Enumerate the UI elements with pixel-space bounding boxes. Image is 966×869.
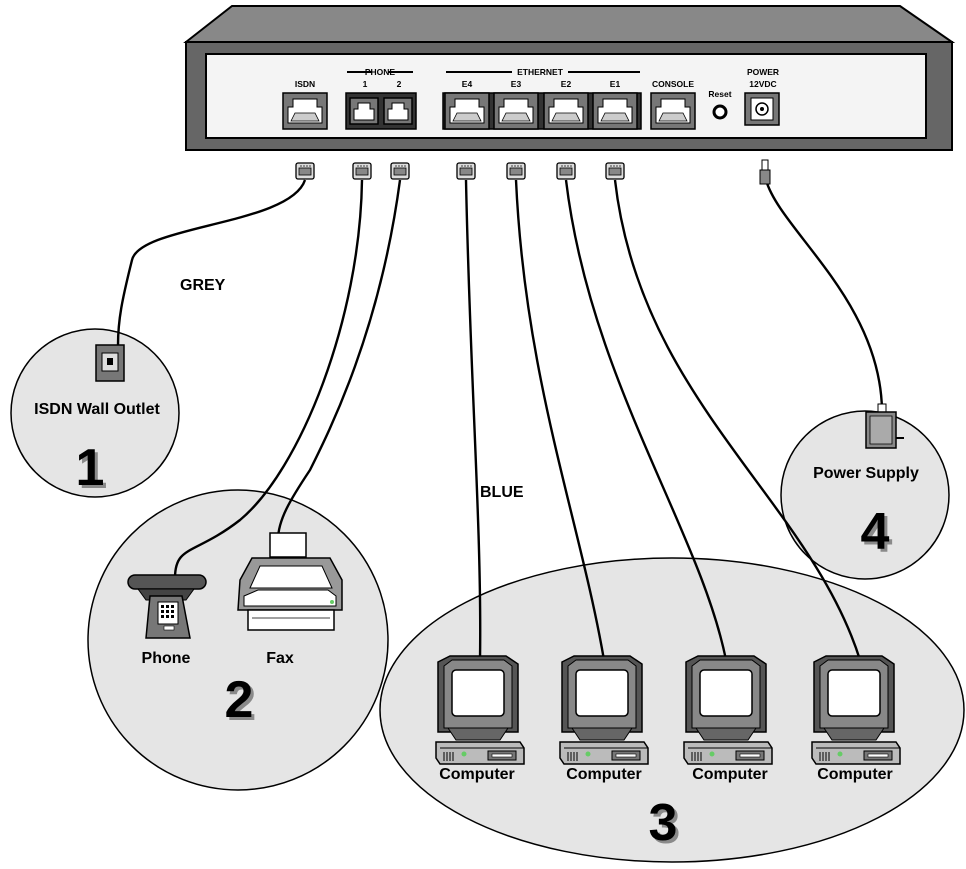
power-jack bbox=[744, 92, 780, 126]
group-2-number-shadow: 2 bbox=[228, 674, 257, 732]
group-4-number-shadow: 4 bbox=[864, 506, 893, 564]
console-port bbox=[650, 92, 696, 130]
computer-1-icon bbox=[435, 655, 525, 765]
phone-label: Phone bbox=[142, 650, 191, 667]
group-4-number: 4 bbox=[861, 503, 890, 561]
grey-cable-label: GREY bbox=[180, 277, 226, 294]
power-supply-label: Power Supply bbox=[813, 465, 919, 482]
e2-port-label: E2 bbox=[561, 79, 572, 89]
group-1-number: 1 bbox=[76, 439, 105, 497]
computer-4-label: Computer bbox=[817, 766, 893, 783]
phone1-port-label: 1 bbox=[363, 79, 368, 89]
fax-label: Fax bbox=[266, 650, 294, 667]
group-3-number: 3 bbox=[649, 794, 678, 852]
ethernet-port-group-label: ETHERNET bbox=[517, 67, 564, 77]
e4-port bbox=[444, 92, 490, 130]
e3-port-label: E3 bbox=[511, 79, 522, 89]
reset-label: Reset bbox=[708, 89, 731, 99]
power-cable bbox=[764, 179, 884, 411]
group-2-number: 2 bbox=[225, 671, 254, 729]
power-voltage-label: 12VDC bbox=[749, 79, 776, 89]
isdn-port-label: ISDN bbox=[295, 79, 315, 89]
computer-4-icon bbox=[811, 655, 901, 765]
phone1-plug bbox=[352, 162, 372, 180]
e1-port-label: E1 bbox=[610, 79, 621, 89]
e2-plug bbox=[556, 162, 576, 180]
e4-cable bbox=[464, 179, 482, 661]
phone2-port-label: 2 bbox=[397, 79, 402, 89]
group-1-number-shadow: 1 bbox=[79, 442, 108, 500]
power-plug bbox=[759, 159, 771, 185]
computer-3-label: Computer bbox=[692, 766, 768, 783]
e4-plug bbox=[456, 162, 476, 180]
e3-cable bbox=[514, 179, 606, 661]
e4-port-label: E4 bbox=[462, 79, 473, 89]
phone2-plug bbox=[390, 162, 410, 180]
phone-cable bbox=[173, 179, 364, 579]
wall-outlet-icon bbox=[95, 344, 125, 382]
computers-group-oval bbox=[379, 557, 965, 863]
computer-1-label: Computer bbox=[439, 766, 515, 783]
reset-button bbox=[712, 104, 728, 120]
group-3-number-shadow: 3 bbox=[652, 797, 681, 855]
fax-icon bbox=[237, 532, 343, 631]
e2-port bbox=[543, 92, 589, 130]
power-adapter-icon bbox=[865, 403, 904, 449]
e1-port bbox=[592, 92, 638, 130]
blue-cable-label: BLUE bbox=[480, 484, 524, 501]
isdn-wall-outlet-label: ISDN Wall Outlet bbox=[34, 401, 160, 418]
computer-2-label: Computer bbox=[566, 766, 642, 783]
e1-plug bbox=[605, 162, 625, 180]
fax-cable bbox=[276, 179, 402, 541]
phone-icon bbox=[127, 574, 207, 639]
e2-cable bbox=[564, 179, 728, 661]
isdn-port bbox=[282, 92, 328, 130]
phone-fax-group-circle bbox=[87, 489, 389, 791]
e3-plug bbox=[506, 162, 526, 180]
e1-cable bbox=[613, 179, 862, 661]
phone1-port bbox=[349, 97, 379, 125]
computer-2-icon bbox=[559, 655, 649, 765]
power-group-circle bbox=[780, 410, 950, 580]
isdn-cable bbox=[116, 179, 307, 346]
isdn-plug bbox=[295, 162, 315, 180]
phone-port-group-label: PHONE bbox=[365, 67, 396, 77]
isdn-group-circle bbox=[10, 328, 180, 498]
phone2-port bbox=[383, 97, 413, 125]
power-port-label: POWER bbox=[747, 67, 779, 77]
e3-port bbox=[493, 92, 539, 130]
console-port-label: CONSOLE bbox=[652, 79, 694, 89]
computer-3-icon bbox=[683, 655, 773, 765]
